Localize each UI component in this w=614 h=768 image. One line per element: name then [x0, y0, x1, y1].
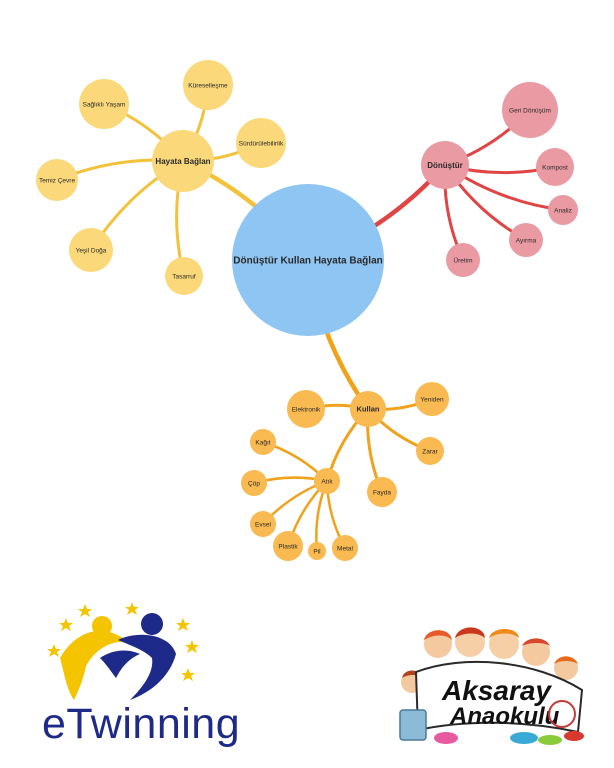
leaf-node-plastik: Plastik	[273, 531, 303, 561]
leaf-node-evsel: Evsel	[250, 511, 276, 537]
leaf-node-kagit-label: Kağıt	[255, 439, 270, 446]
branch-node-hayata-baglan-label: Hayata Bağlan	[155, 157, 210, 166]
leaf-node-yeniden-circle	[415, 382, 449, 416]
leaf-node-analiz-label: Analiz	[554, 207, 572, 214]
leaf-node-saglikli-yasam-label: Sağlıklı Yaşam	[83, 101, 126, 108]
leaf-node-yeniden: Yeniden	[415, 382, 449, 416]
branch-node-kullan-label: Kullan	[357, 405, 380, 414]
leaf-node-ayirma: Ayırma	[509, 223, 543, 257]
leaf-node-saglikli-yasam-circle	[79, 79, 129, 129]
leaf-node-geri-donusum-label: Geri Dönüşüm	[509, 107, 551, 114]
leaf-node-geri-donusum-circle	[502, 82, 558, 138]
leaf-node-kuresellesme: Küreselleşme	[183, 60, 233, 110]
leaf-node-plastik-label: Plastik	[278, 543, 298, 550]
leaf-node-kuresellesme-label: Küreselleşme	[188, 82, 228, 89]
leaf-node-temiz-cevre-label: Temiz Çevre	[39, 177, 76, 184]
leaf-node-surdurulebilirlik: Sürdürülebilirlik	[236, 118, 286, 168]
leaf-node-analiz: Analiz	[548, 195, 578, 225]
leaf-node-geri-donusum: Geri Dönüşüm	[502, 82, 558, 138]
branch-node-donustur-circle	[421, 141, 469, 189]
leaf-node-fayda-circle	[367, 477, 397, 507]
leaf-node-cop: Çöp	[241, 470, 267, 496]
leaf-node-uretim-label: Üretim	[453, 256, 472, 264]
leaf-node-uretim: Üretim	[446, 243, 480, 277]
branch-node-hayata-baglan-circle	[152, 130, 214, 192]
leaf-node-elektronik-label: Elektronik	[292, 406, 321, 413]
subbranch-node-atik-circle	[314, 468, 340, 494]
leaf-node-fayda-label: Fayda	[373, 489, 391, 496]
leaf-node-elektronik: Elektronik	[287, 390, 325, 428]
subbranch-node-atik: Atık	[314, 468, 340, 494]
branch-node-kullan: Kullan	[350, 391, 386, 427]
central-topic-node: Dönüştür Kullan Hayata Bağlan	[232, 184, 384, 336]
leaf-node-metal-circle	[332, 535, 358, 561]
mind-map: Dönüştür Kullan Hayata Bağlan Hayata Bağl…	[36, 60, 578, 561]
leaf-node-kompost-circle	[536, 148, 574, 186]
leaf-node-ayirma-label: Ayırma	[516, 237, 537, 244]
central-topic-node-circle	[232, 184, 384, 336]
leaf-node-elektronik-circle	[287, 390, 325, 428]
leaf-node-plastik-circle	[273, 531, 303, 561]
school-name-line1: Aksaray	[441, 675, 552, 706]
leaf-node-surdurulebilirlik-circle	[236, 118, 286, 168]
branch-node-hayata-baglan: Hayata Bağlan	[152, 130, 214, 192]
leaf-node-analiz-circle	[548, 195, 578, 225]
school-logo: Aksaray Anaokulu	[399, 627, 584, 745]
leaf-node-cop-circle	[241, 470, 267, 496]
leaf-node-yesil-doga: Yeşil Doğa	[69, 228, 113, 272]
leaf-node-temiz-cevre: Temiz Çevre	[36, 159, 78, 201]
central-topic-node-label: Dönüştür Kullan Hayata Bağlan	[233, 256, 382, 267]
etwinning-wordmark: eTwinning	[42, 700, 241, 748]
leaf-node-surdurulebilirlik-label: Sürdürülebilirlik	[239, 140, 284, 147]
branch-node-kullan-circle	[350, 391, 386, 427]
leaf-node-saglikli-yasam: Sağlıklı Yaşam	[79, 79, 129, 129]
leaf-node-kompost-label: Kompost	[542, 164, 568, 171]
leaf-node-tasarruf: Tasarruf	[165, 257, 203, 295]
leaf-node-kagit-circle	[250, 429, 276, 455]
leaf-node-kuresellesme-circle	[183, 60, 233, 110]
leaf-node-metal: Metal	[332, 535, 358, 561]
leaf-node-metal-label: Metal	[337, 545, 353, 552]
leaf-node-yesil-doga-label: Yeşil Doğa	[76, 247, 107, 254]
leaf-node-evsel-label: Evsel	[255, 521, 271, 528]
leaf-node-pil-label: Pil	[313, 548, 321, 555]
leaf-node-fayda: Fayda	[367, 477, 397, 507]
leaf-node-yeniden-label: Yeniden	[420, 396, 444, 403]
leaf-node-ayirma-circle	[509, 223, 543, 257]
branch-node-donustur-label: Dönüştür	[427, 161, 463, 170]
branch-node-donustur: Dönüştür	[421, 141, 469, 189]
leaf-node-cop-label: Çöp	[248, 480, 260, 487]
school-name-line2: Anaokulu	[449, 703, 560, 730]
subbranch-node-atik-label: Atık	[321, 478, 333, 485]
leaf-node-zarar: Zarar	[416, 437, 444, 465]
leaf-node-uretim-circle	[446, 243, 480, 277]
leaf-node-zarar-circle	[416, 437, 444, 465]
leaf-node-tasarruf-label: Tasarruf	[172, 273, 196, 280]
leaf-node-tasarruf-circle	[165, 257, 203, 295]
leaf-node-zarar-label: Zarar	[422, 448, 438, 455]
leaf-node-kompost: Kompost	[536, 148, 574, 186]
leaf-node-kagit: Kağıt	[250, 429, 276, 455]
leaf-node-evsel-circle	[250, 511, 276, 537]
leaf-node-temiz-cevre-circle	[36, 159, 78, 201]
leaf-node-yesil-doga-circle	[69, 228, 113, 272]
etwinning-logo	[47, 602, 199, 700]
leaf-node-pil-circle	[308, 542, 326, 560]
leaf-node-pil: Pil	[308, 542, 326, 560]
